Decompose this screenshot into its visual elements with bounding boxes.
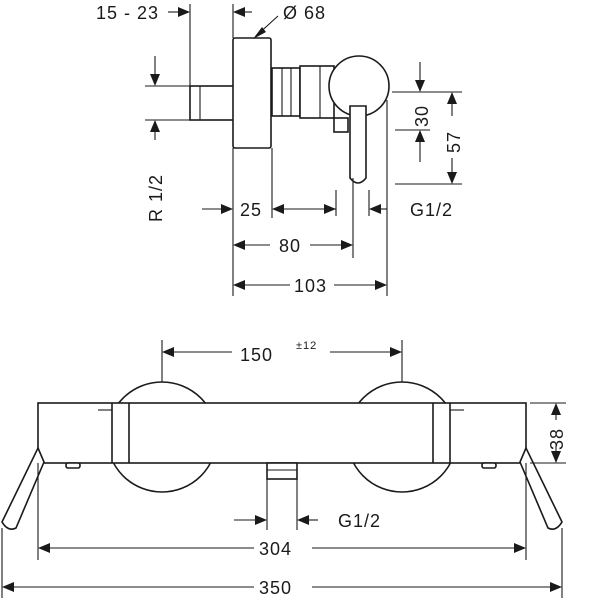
dim-arrow [233,240,245,250]
dim-outlet-thread-side: G1/2 [410,200,453,220]
dim-arrow [514,543,526,553]
outlet-nipple [333,117,349,133]
dim-arrow [221,204,233,214]
body-foot [481,462,497,469]
left-lever [1,446,45,530]
thermostat-body [37,402,527,464]
dim-arrow [551,403,561,415]
dim-depth-80: 80 [279,236,301,256]
dim-arrow [2,582,14,592]
dim-arrow [178,7,190,17]
outlet-fitting [266,462,298,480]
dim-arrow [38,543,50,553]
body-foot [65,462,81,469]
dim-overall-length: 350 [259,578,292,598]
dim-arrow [375,280,387,290]
dim-arrow [551,451,561,463]
dim-arrow [233,7,245,17]
dim-arrow [162,347,174,357]
dim-arrow [447,92,457,104]
dim-arrow [415,130,425,142]
dim-depth-103: 103 [294,276,327,296]
dim-height-57: 57 [444,131,464,153]
dim-arrow [233,280,245,290]
dim-center-tolerance: ±12 [296,340,317,352]
dim-arrow [447,172,457,184]
dim-arrow [550,582,562,592]
valve-body [299,65,335,119]
union-nut [271,67,301,117]
dim-arrow [255,515,267,525]
side-view: 15 - 23 Ø 68 R 1/2 25 G1/2 80 [96,3,464,296]
right-lever [519,446,563,530]
dim-thread-inlet: R 1/2 [146,174,166,222]
dim-arrow [297,515,309,525]
dim-arrow [341,240,353,250]
dim-body-length: 304 [259,539,292,559]
dim-depth-25: 25 [240,200,262,220]
dim-offset-range: 15 - 23 [96,3,159,23]
dim-body-height: 38 [547,428,567,450]
dim-arrow [415,80,425,92]
dim-diameter: Ø 68 [283,3,326,23]
handle-lever [349,105,367,184]
wall-flange [232,37,272,149]
dim-arrow [150,74,160,86]
dim-outlet-thread-front: G1/2 [338,511,381,531]
dim-arrow [324,204,336,214]
inlet-connector [189,85,235,121]
dim-center-distance: 150 [240,345,273,365]
dim-arrow [150,120,160,132]
dim-height-30: 30 [412,105,432,127]
dim-arrow [253,27,266,39]
dim-arrow [390,347,402,357]
front-view: 150 ±12 38 G1/2 304 350 [1,340,567,598]
dim-arrow [272,204,284,214]
